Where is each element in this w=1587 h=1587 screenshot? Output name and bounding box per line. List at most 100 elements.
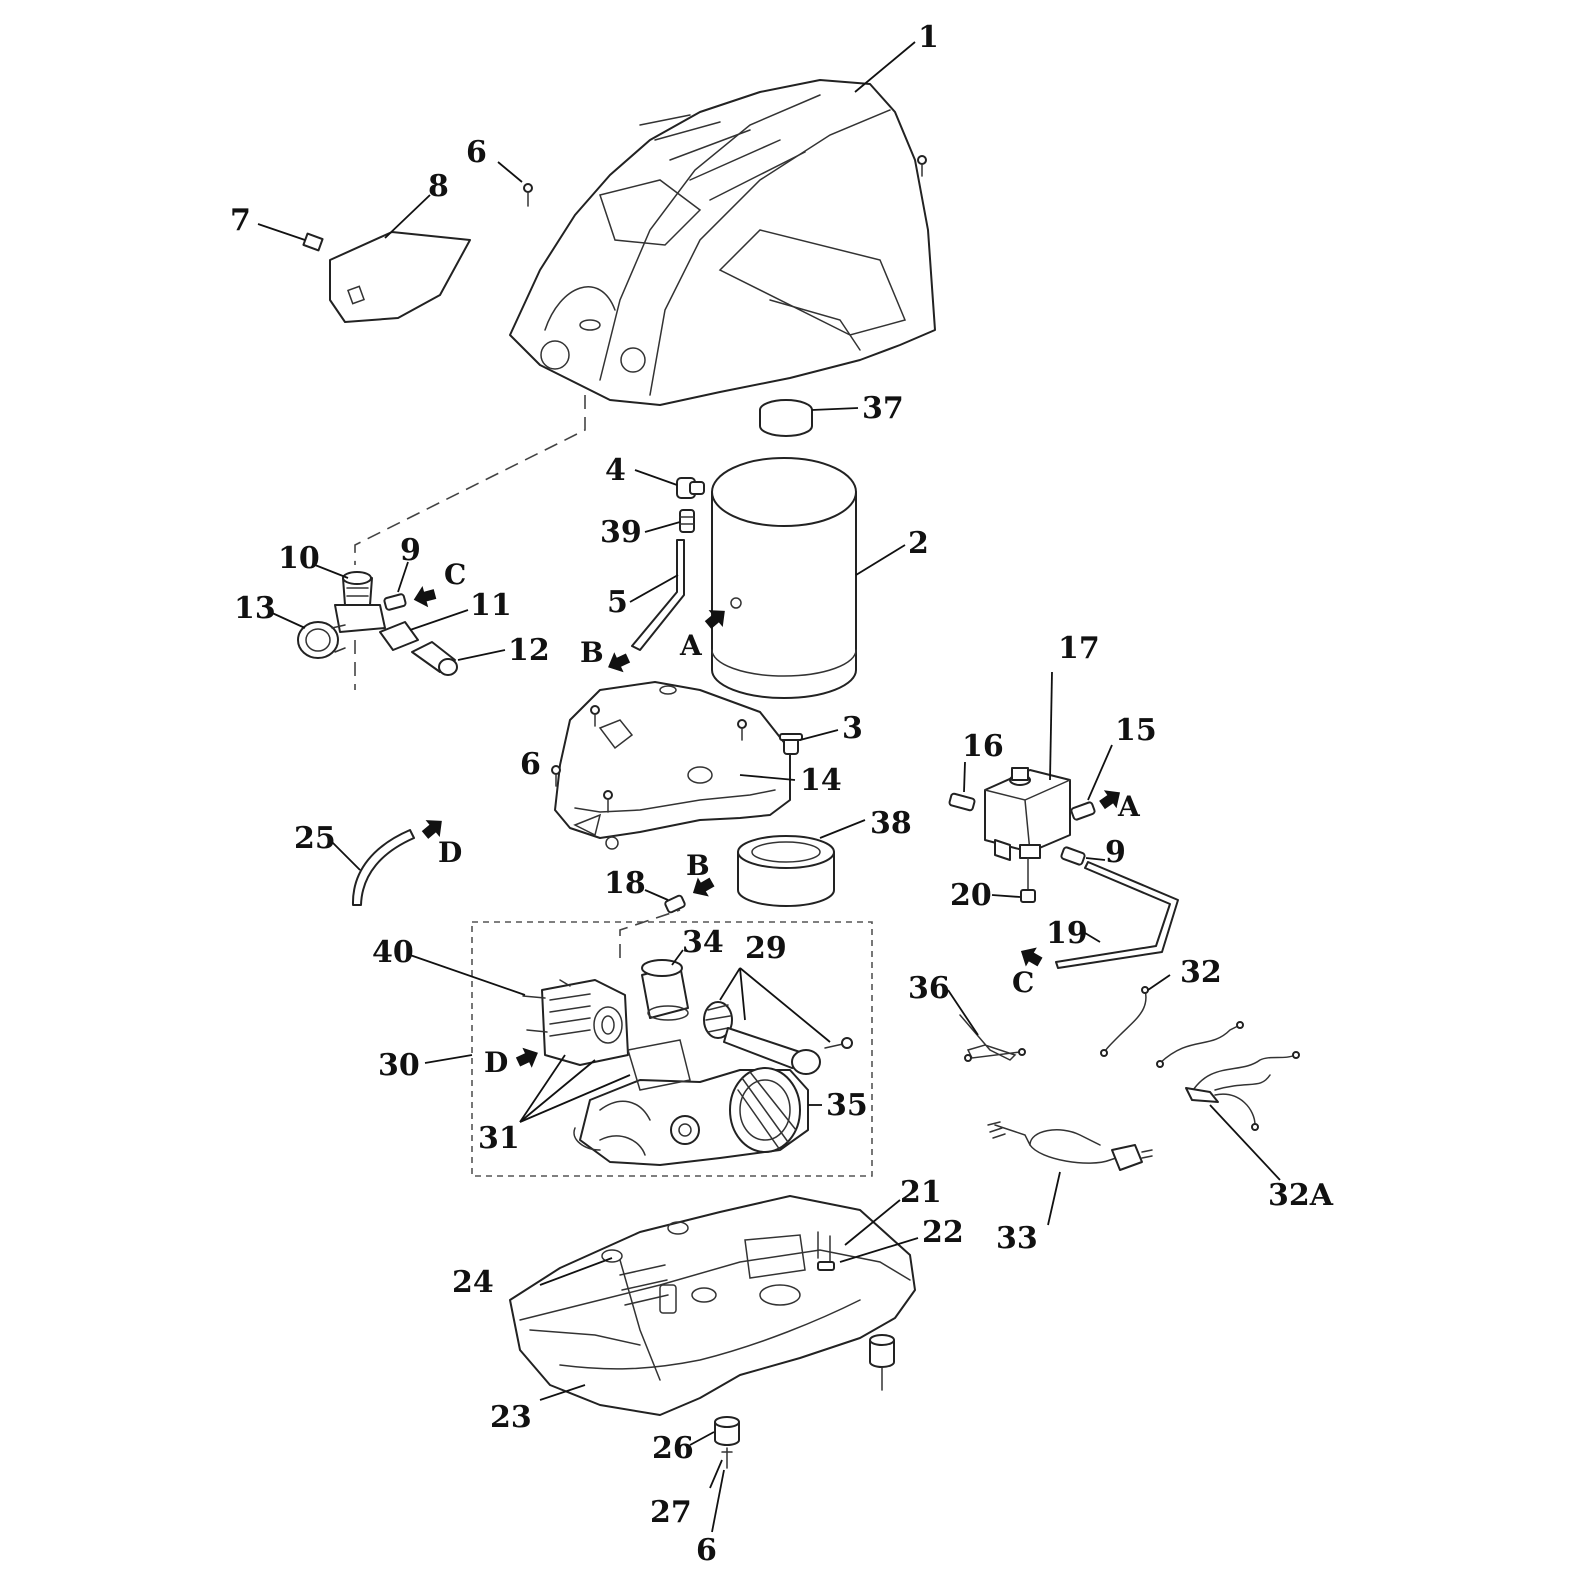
leader-26 xyxy=(689,1431,715,1446)
callout-6-plate: 6 xyxy=(520,747,541,782)
leader-20 xyxy=(991,894,1021,898)
callout-5: 5 xyxy=(607,585,628,620)
screws-plate-14 xyxy=(551,705,747,813)
callout-34: 34 xyxy=(682,925,724,960)
callout-9-switch: 9 xyxy=(1105,835,1126,870)
tube-part-19 xyxy=(1055,861,1179,969)
callout-19: 19 xyxy=(1046,916,1088,951)
marker-D-pump: D xyxy=(484,1046,508,1079)
gasket-bracket xyxy=(627,1039,691,1091)
pressure-switch-part-17 xyxy=(984,767,1071,861)
front-panel-part-8 xyxy=(329,231,471,323)
arrow-C-regulator xyxy=(410,583,438,611)
callout-12: 12 xyxy=(508,633,550,668)
power-cord-part-33 xyxy=(987,1121,1153,1171)
arrow-D-pump xyxy=(513,1042,543,1072)
leader-24 xyxy=(539,1257,613,1286)
leader-32A xyxy=(1209,1104,1281,1181)
washer-screw-27 xyxy=(721,1447,733,1469)
leader-37 xyxy=(811,407,859,411)
leader-27 xyxy=(709,1459,723,1489)
leader-29a xyxy=(719,967,741,1001)
callout-32: 32 xyxy=(1180,955,1222,990)
leader-25 xyxy=(329,839,361,871)
leader-15 xyxy=(1087,744,1113,801)
cylinder-head xyxy=(541,979,629,1066)
callout-1: 1 xyxy=(918,20,939,55)
arrow-B-tube xyxy=(603,648,633,678)
leader-14 xyxy=(739,774,796,781)
callout-33: 33 xyxy=(996,1221,1038,1256)
callout-24: 24 xyxy=(452,1265,494,1300)
callout-40: 40 xyxy=(372,935,414,970)
callout-22: 22 xyxy=(922,1215,964,1250)
marker-B-pump: B xyxy=(686,849,710,882)
marker-A-switch: A xyxy=(1117,790,1141,823)
gauge-part-13 xyxy=(297,621,346,659)
marker-C-regulator: C xyxy=(444,558,466,591)
air-tank-part-2 xyxy=(711,457,857,699)
leader-3 xyxy=(799,729,839,741)
leader-21 xyxy=(844,1199,901,1246)
leader-6a xyxy=(497,161,523,183)
leader-40 xyxy=(409,954,526,996)
wire-harness-part-32A xyxy=(1156,1021,1300,1131)
hose-part-25 xyxy=(351,829,415,906)
leader-22 xyxy=(839,1237,919,1263)
wire-part-32 xyxy=(1100,986,1149,1057)
leader-34 xyxy=(671,949,684,966)
callout-3: 3 xyxy=(842,711,863,746)
leader-29c xyxy=(739,967,831,1043)
leader-39 xyxy=(644,521,681,533)
top-cover-part xyxy=(509,79,936,406)
callout-21: 21 xyxy=(900,1175,942,1210)
filter-cap-part-34 xyxy=(641,959,689,1021)
foot-part-26 xyxy=(714,1334,895,1446)
pump-assembly-box xyxy=(471,921,873,1177)
motor-part-35 xyxy=(573,1067,809,1166)
nipple-part-11 xyxy=(379,621,419,651)
leader-16 xyxy=(963,761,966,793)
marker-A-tank: A xyxy=(679,629,703,662)
leader-9b xyxy=(1085,857,1106,861)
wire-part-36 xyxy=(959,1014,1026,1062)
marker-B-tube: B xyxy=(580,636,604,669)
callout-11: 11 xyxy=(470,588,512,623)
leader-23 xyxy=(539,1384,586,1401)
leader-11 xyxy=(409,609,469,631)
callout-38: 38 xyxy=(870,806,912,841)
callout-26: 26 xyxy=(652,1431,694,1466)
callout-14: 14 xyxy=(800,763,842,798)
fitting-part-9-switch xyxy=(1060,846,1086,866)
callout-8: 8 xyxy=(428,169,449,204)
callout-31: 31 xyxy=(478,1121,520,1156)
quick-coupler-part-12 xyxy=(411,641,458,676)
leader-2 xyxy=(855,544,906,576)
marker-D-hose: D xyxy=(438,836,462,869)
clip-part-7 xyxy=(302,232,324,252)
leader-18 xyxy=(644,889,669,901)
leader-12 xyxy=(457,649,506,661)
leader-8 xyxy=(384,194,431,239)
base-housing-part-23 xyxy=(509,1195,916,1416)
screws-part-40 xyxy=(522,979,571,1033)
leader-31c xyxy=(519,1074,631,1123)
callout-18: 18 xyxy=(604,866,646,901)
leader-36 xyxy=(947,989,979,1036)
screws-part-21-22 xyxy=(817,1231,835,1271)
callout-4: 4 xyxy=(605,453,626,488)
callout-15: 15 xyxy=(1115,713,1157,748)
callout-36: 36 xyxy=(908,971,950,1006)
leader-6c xyxy=(711,1469,725,1533)
marker-C-tube: C xyxy=(1012,966,1034,999)
callout-20: 20 xyxy=(950,878,992,913)
fitting-part-18 xyxy=(664,894,686,914)
callout-9-regulator: 9 xyxy=(400,533,421,568)
callout-32A: 32A xyxy=(1268,1178,1334,1213)
callout-16: 16 xyxy=(962,729,1004,764)
screw-6-top xyxy=(523,155,927,207)
leader-19 xyxy=(1079,929,1101,943)
leader-7 xyxy=(257,223,306,241)
leader-13 xyxy=(269,611,306,629)
